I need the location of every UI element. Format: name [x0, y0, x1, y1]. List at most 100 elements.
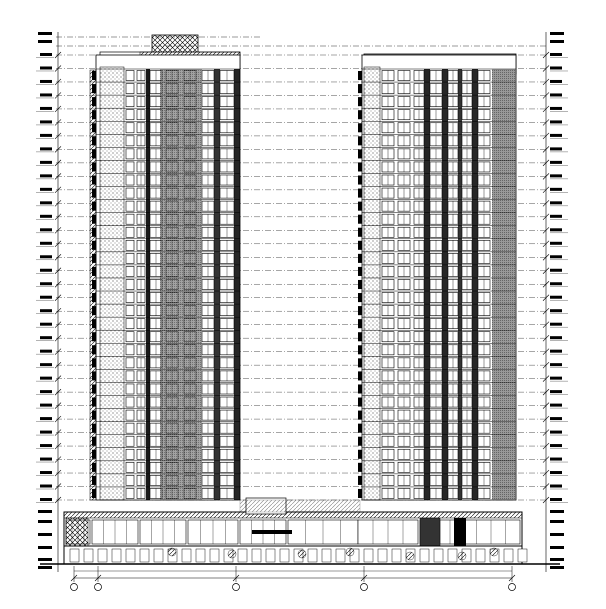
dimension-tick [542, 65, 550, 72]
dimension-tick [54, 132, 62, 140]
side-bracket [358, 436, 362, 446]
level-mark [40, 133, 52, 137]
level-mark [550, 40, 564, 43]
window [125, 161, 135, 173]
axis-bubble [360, 583, 368, 591]
podium-base [40, 497, 560, 565]
dimension-tick [542, 173, 550, 180]
level-mark [40, 79, 52, 83]
level-mark [40, 363, 52, 367]
ground-door [335, 548, 346, 563]
side-bracket [358, 266, 362, 276]
ground-door [419, 548, 430, 563]
side-bracket [358, 240, 362, 250]
window [125, 83, 135, 94]
ground-door [153, 548, 164, 563]
level-mark [40, 53, 52, 56]
level-mark [40, 282, 52, 286]
level-mark [550, 484, 562, 488]
level-mark [550, 336, 562, 340]
side-bracket [358, 423, 362, 433]
dark-column [458, 69, 462, 500]
window [125, 226, 135, 238]
level-mark [550, 201, 562, 205]
dimension-tick [54, 483, 62, 490]
side-bracket [358, 214, 362, 224]
level-mark [550, 187, 562, 191]
level-mark [550, 546, 564, 549]
side-bracket [358, 97, 362, 107]
dimension-tick [542, 78, 550, 86]
axis-tick [232, 574, 240, 582]
level-mark [40, 201, 52, 205]
dimension-tick [542, 213, 550, 221]
tree-symbol [489, 547, 499, 557]
dimension-tick [54, 213, 62, 221]
window [125, 253, 135, 264]
level-mark [550, 376, 562, 380]
level-mark [550, 120, 562, 124]
level-mark [40, 471, 52, 475]
level-mark [40, 120, 52, 124]
window [125, 70, 135, 81]
ground-door [181, 548, 192, 563]
level-mark [38, 520, 52, 523]
ground-door [83, 548, 94, 563]
level-mark [550, 457, 562, 461]
tree-symbol [167, 547, 177, 557]
side-bracket [358, 384, 362, 394]
dark-bay [454, 518, 466, 546]
ground-door [321, 548, 332, 563]
dimension-tick [54, 348, 62, 355]
level-mark [550, 498, 562, 501]
dimension-tick [542, 132, 550, 140]
side-bracket [358, 136, 362, 146]
podium-cornice [63, 511, 523, 519]
dimension-tick [542, 267, 550, 274]
dimension-tick [542, 388, 550, 396]
level-mark [40, 484, 52, 488]
right-tower [358, 53, 517, 501]
dark-column [234, 69, 240, 500]
window [125, 344, 135, 356]
window [125, 422, 135, 434]
window [125, 266, 135, 277]
level-mark [38, 510, 52, 513]
level-mark [38, 558, 52, 561]
dark-column [160, 69, 202, 500]
ground-door [475, 548, 486, 563]
level-mark [40, 228, 52, 232]
dimension-tick [542, 92, 550, 99]
level-mark [40, 255, 52, 259]
level-mark [550, 566, 564, 569]
dimension-tick [542, 227, 550, 234]
dimension-tick [542, 469, 550, 477]
axis-tick [70, 574, 78, 582]
dimension-tick [54, 159, 62, 167]
level-mark [40, 174, 52, 178]
ground-door [307, 548, 318, 563]
dimension-tick [54, 186, 62, 194]
axis-bubble [232, 583, 240, 591]
ground-door [503, 548, 514, 563]
level-mark [38, 546, 52, 549]
dimension-tick [54, 92, 62, 99]
level-mark [550, 66, 562, 70]
window [125, 187, 135, 199]
ground-door [139, 548, 150, 563]
dimension-tick [542, 240, 550, 248]
level-mark [550, 133, 562, 137]
side-bracket [358, 149, 362, 159]
level-mark [550, 295, 562, 299]
dimension-tick [54, 105, 62, 113]
dimension-tick [54, 173, 62, 180]
side-bracket [358, 227, 362, 237]
window [125, 370, 135, 382]
dimension-tick [54, 388, 62, 396]
window [125, 448, 135, 460]
dimension-tick [542, 496, 550, 504]
level-mark [40, 376, 52, 380]
ground-door [265, 548, 276, 563]
level-mark [550, 430, 562, 434]
level-mark [550, 32, 564, 35]
